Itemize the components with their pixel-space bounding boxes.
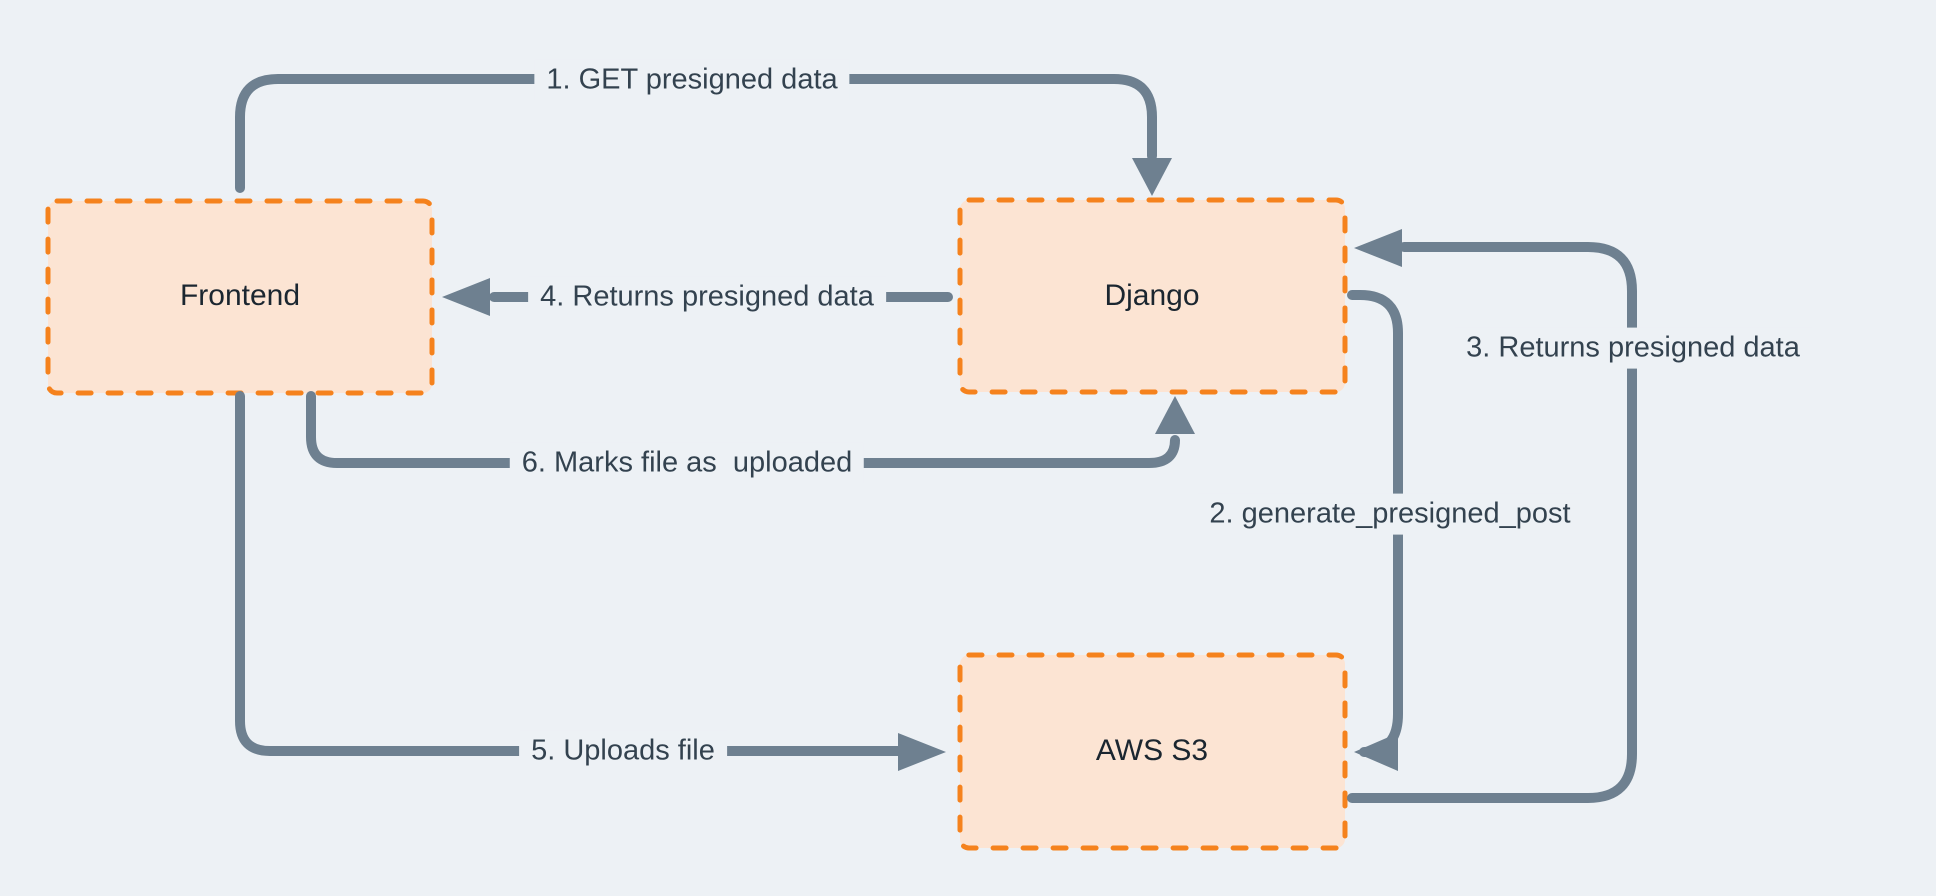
- edge-label-4: 4. Returns presigned data: [528, 276, 886, 318]
- edge-3-arrowhead-icon: [1354, 229, 1402, 267]
- node-aws-s3-label: AWS S3: [1095, 734, 1209, 767]
- edge-5-arrowhead-icon: [898, 733, 946, 771]
- node-frontend-label: Frontend: [179, 279, 301, 312]
- node-django-label: Django: [1104, 279, 1200, 312]
- edge-label-1: 1. GET presigned data: [534, 59, 850, 101]
- edge-6-line: [306, 391, 1180, 468]
- edge-label-6: 6. Marks file as uploaded: [509, 442, 865, 484]
- edge-label-2: 2. generate_presigned_post: [1197, 493, 1583, 535]
- edge-5-uploads-file: [235, 391, 946, 771]
- edge-label-3: 3. Returns presigned data: [1454, 327, 1812, 369]
- edge-6-arrowhead-icon: [1155, 396, 1195, 434]
- edge-2-arrowhead-icon: [1354, 733, 1398, 771]
- edge-3-line: [1347, 242, 1637, 803]
- node-aws-s3: [957, 652, 1348, 851]
- edge-2-generate-presigned-post: [1347, 290, 1403, 771]
- edge-1-arrowhead-icon: [1132, 158, 1172, 196]
- edge-5-line: [235, 391, 903, 756]
- edge-4-arrowhead-icon: [442, 278, 490, 316]
- edge-label-5: 5. Uploads file: [519, 730, 727, 772]
- edge-3-returns-presigned-data: [1347, 229, 1637, 803]
- edge-6-marks-file-as-uploaded: [306, 391, 1195, 468]
- node-django: [957, 197, 1348, 395]
